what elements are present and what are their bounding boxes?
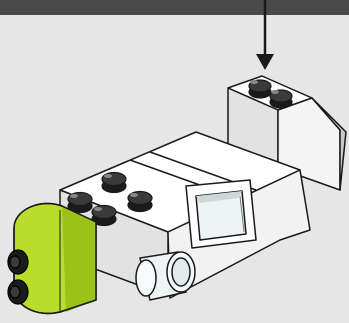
window-frame (186, 180, 256, 248)
clear-round-piece (136, 252, 195, 300)
down-arrow-icon (256, 0, 274, 70)
